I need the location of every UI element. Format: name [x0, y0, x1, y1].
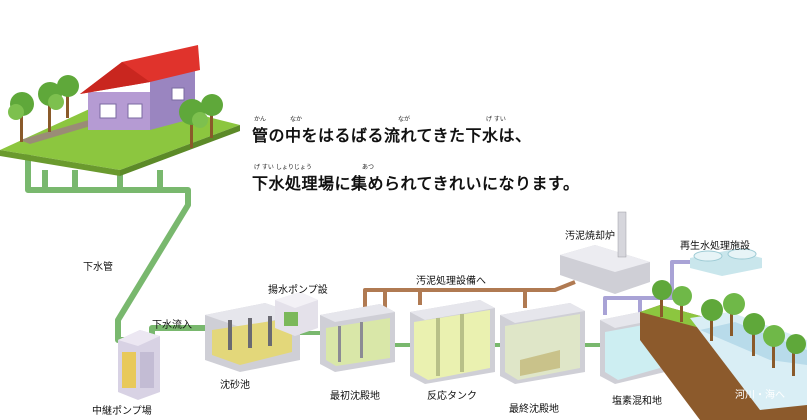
reclaimed-water-tanks [690, 248, 762, 276]
label-reaction-tank: 反応タンク [427, 391, 477, 402]
tree [8, 75, 79, 142]
label-sewer-pipe: 下水管 [83, 262, 113, 273]
headline-line-2: 下水処理場に集められてきれいになります。 [252, 174, 580, 193]
lift-pump-house [275, 292, 318, 336]
tree [179, 94, 223, 148]
label-lift-pump: 揚水ポンプ設 [268, 285, 328, 296]
house-scene [0, 45, 240, 176]
label-grit-chamber: 沈砂池 [220, 380, 250, 391]
ruby-gesui-shorijou: げ すい しょりじょう [254, 164, 312, 171]
label-reclaimed-water: 再生水処理施設 [680, 241, 750, 252]
ruby-atsu: あつ [362, 164, 375, 171]
label-sewage-inflow: 下水流入 [152, 320, 192, 331]
label-final-clarifier: 最終沈殿地 [509, 404, 559, 415]
relay-pump-station [118, 330, 160, 400]
incinerator-building [560, 211, 650, 294]
label-chlorine-tank: 塩素混和地 [612, 396, 662, 407]
tree [652, 280, 806, 376]
chimney [617, 211, 627, 258]
label-sludge-line: 汚泥処理設備へ [416, 276, 486, 287]
primary-clarifier-tank [320, 304, 395, 372]
label-river-sea: 河川・海へ [735, 390, 785, 401]
headline-line-1: 管の中をはるばる流れてきた下水は、 [252, 126, 532, 145]
reaction-tank [410, 300, 495, 384]
sewer-pipe-route [25, 150, 213, 343]
river-bank [640, 280, 807, 420]
label-primary-clarifier: 最初沈殿地 [330, 391, 380, 402]
ruby-naka: なか [290, 116, 303, 123]
final-clarifier-tank [500, 303, 585, 384]
ruby-naga: なが [398, 116, 411, 123]
ruby-gesui: げ すい [486, 116, 506, 123]
ruby-kan: かん [254, 116, 267, 123]
label-incinerator: 汚泥焼却炉 [565, 231, 615, 242]
label-relay-pump: 中継ポンプ場 [92, 406, 152, 417]
